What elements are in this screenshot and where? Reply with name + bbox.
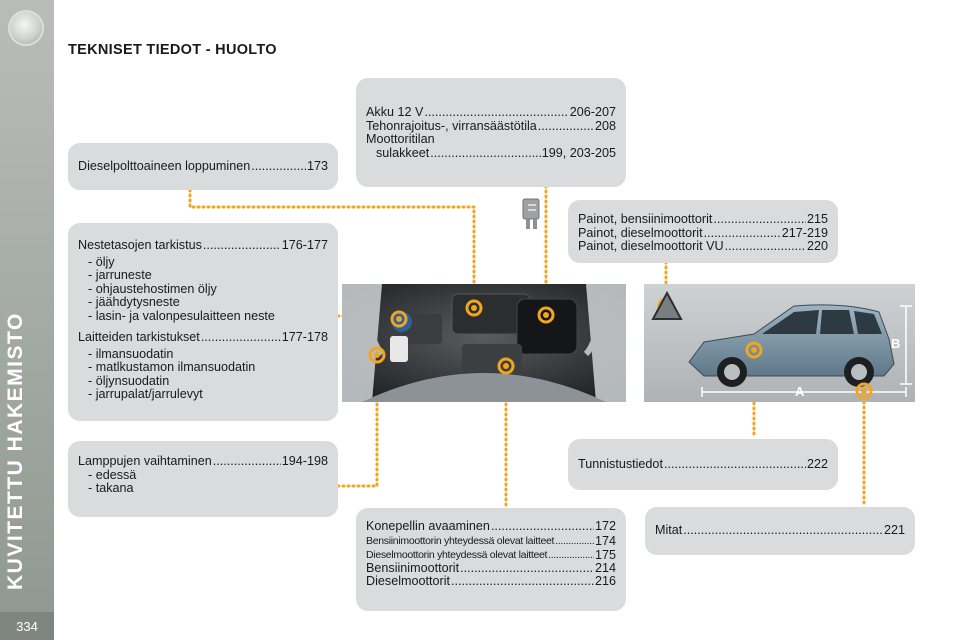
index-entry[interactable]: Lamppujen vaihtaminen194-198 bbox=[78, 455, 328, 469]
sidebar: KUVITETTU HAKEMISTO bbox=[0, 0, 54, 640]
marker-identification bbox=[745, 341, 763, 359]
index-entry[interactable]: Nestetasojen tarkistus176-177 bbox=[78, 239, 328, 253]
marker-lamps bbox=[368, 346, 386, 364]
fuse-icon bbox=[522, 198, 540, 229]
sidebar-section-title: KUVITETTU HAKEMISTO bbox=[4, 312, 27, 590]
index-entry[interactable]: Bensiinimoottorit214 bbox=[366, 562, 616, 576]
marker-bonnet bbox=[497, 357, 515, 375]
page-title: TEKNISET TIEDOT - HUOLTO bbox=[68, 42, 277, 58]
car-side-image bbox=[644, 284, 915, 402]
sub-item: ohjaustehostimen öljy bbox=[78, 282, 328, 297]
box-bonnet-opening: Konepellin avaaminen172 Bensiinimoottori… bbox=[356, 508, 626, 611]
box-identification: Tunnistustiedot222 bbox=[568, 439, 838, 490]
engine-bay-image bbox=[342, 284, 626, 402]
dimension-label-height: B bbox=[891, 336, 901, 351]
index-entry[interactable]: Dieselmoottorit216 bbox=[366, 575, 616, 589]
dimension-label-length: A bbox=[795, 384, 805, 399]
box-fluid-levels: Nestetasojen tarkistus176-177 öljy jarru… bbox=[68, 223, 338, 421]
box-weights: Painot, bensiinimoottorit215 Painot, die… bbox=[568, 200, 838, 263]
box-dimensions: Mitat221 bbox=[645, 507, 915, 555]
box-battery: Akku 12 V206-207 Tehonrajoitus-, virrans… bbox=[356, 78, 626, 187]
index-entry[interactable]: Bensiinimoottorin yhteydessä olevat lait… bbox=[366, 534, 616, 548]
index-entry[interactable]: Painot, dieselmoottorit VU220 bbox=[578, 240, 828, 254]
index-entry[interactable]: Konepellin avaaminen172 bbox=[366, 520, 616, 534]
box-diesel-running-out: Dieselpolttoaineen loppuminen173 bbox=[68, 143, 338, 190]
index-entry[interactable]: Laitteiden tarkistukset177-178 bbox=[78, 331, 328, 345]
index-entry[interactable]: Dieselpolttoaineen loppuminen173 bbox=[78, 160, 328, 174]
index-entry[interactable]: Tehonrajoitus-, virransäästötila208 bbox=[366, 120, 616, 134]
sub-item: lasin- ja valonpesulaitteen neste bbox=[78, 309, 328, 324]
sub-item: ilmansuodatin bbox=[78, 347, 328, 362]
index-entry[interactable]: sulakkeet199, 203-205 bbox=[366, 147, 616, 161]
index-entry[interactable]: Tunnistustiedot222 bbox=[578, 458, 828, 472]
warning-triangle-icon bbox=[651, 290, 683, 320]
marker-levels bbox=[390, 310, 408, 328]
sub-item: jarrupalat/jarrulevyt bbox=[78, 387, 328, 402]
page-number: 334 bbox=[0, 612, 54, 640]
sub-item: öljynsuodatin bbox=[78, 374, 328, 389]
sub-item: edessä bbox=[78, 468, 328, 483]
index-entry[interactable]: Mitat221 bbox=[655, 524, 905, 538]
sub-item: takana bbox=[78, 481, 328, 496]
marker-diesel bbox=[465, 299, 483, 317]
fuse-entry-line1: Moottoritilan bbox=[366, 132, 435, 146]
sub-item: öljy bbox=[78, 255, 328, 270]
marker-battery bbox=[537, 306, 555, 324]
marker-dimensions bbox=[855, 382, 873, 400]
index-entry[interactable]: Painot, dieselmoottorit217-219 bbox=[578, 227, 828, 241]
sub-item: jarruneste bbox=[78, 268, 328, 283]
index-entry[interactable]: Akku 12 V206-207 bbox=[366, 106, 616, 120]
index-entry[interactable]: Dieselmoottorin yhteydessä olevat laitte… bbox=[366, 548, 616, 562]
sub-item: jäähdytysneste bbox=[78, 295, 328, 310]
sub-item: matlkustamon ilmansuodatin bbox=[78, 360, 328, 375]
box-lamp-replacement: Lamppujen vaihtaminen194-198 edessä taka… bbox=[68, 441, 338, 517]
index-entry[interactable]: Painot, bensiinimoottorit215 bbox=[578, 213, 828, 227]
brand-logo-icon bbox=[8, 10, 44, 46]
